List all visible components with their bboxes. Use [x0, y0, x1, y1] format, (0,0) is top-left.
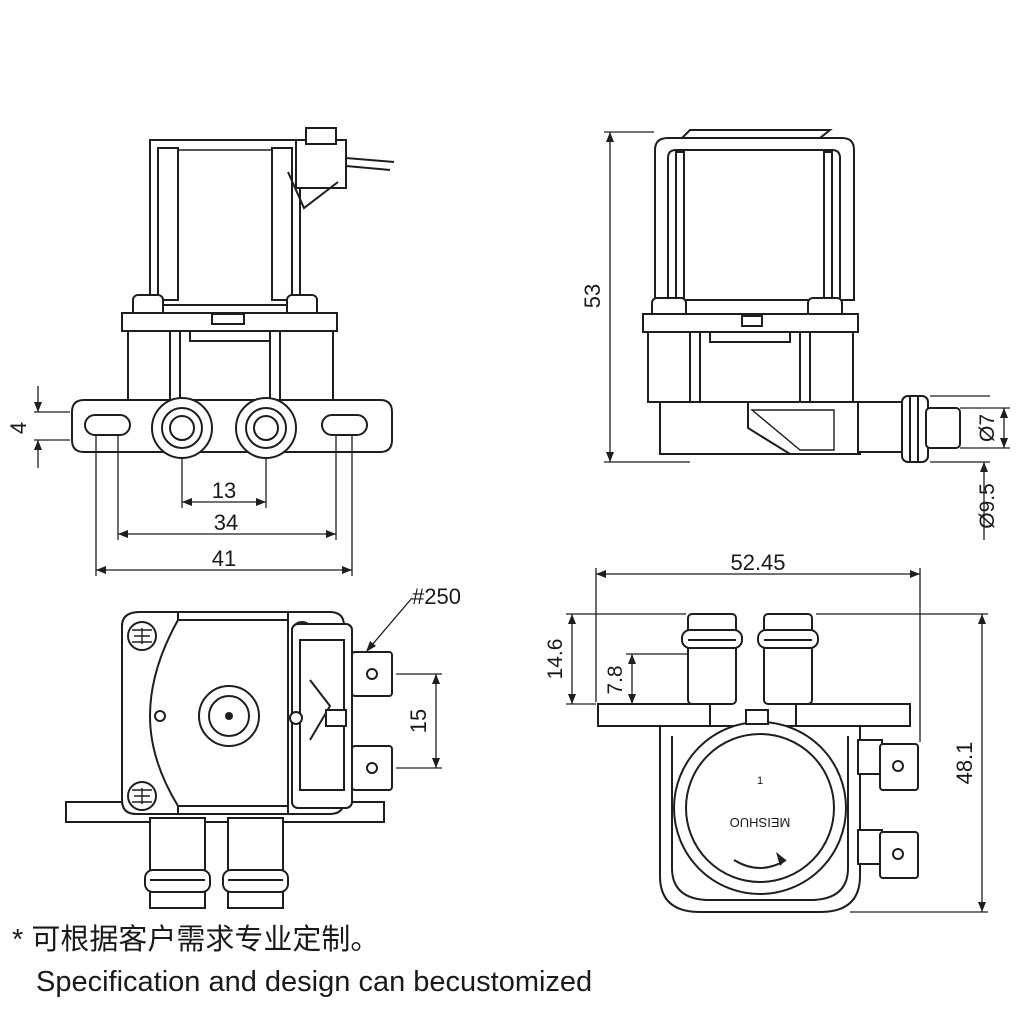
dim-hole-spacing: 13 [212, 478, 236, 503]
customization-note-english: Specification and design can becustomize… [36, 966, 593, 998]
dim-total-height: 48.1 [952, 742, 977, 785]
front-view [34, 127, 395, 576]
dim-overall-width: 41 [212, 546, 236, 571]
dim-flange-thickness: 4 [6, 422, 31, 434]
dim-height: 53 [580, 284, 605, 308]
dim-outlet-outer-dia: Ø9.5 [976, 483, 999, 529]
dim-overall-span: 52.45 [730, 550, 785, 575]
side-view [604, 129, 1010, 540]
dim-inlet-height: 14.6 [544, 639, 567, 680]
dim-outlet-dia: Ø7 [976, 414, 999, 442]
top-view [65, 597, 442, 909]
dim-slot-spacing: 34 [214, 510, 238, 535]
dim-inlet-offset: 7.8 [604, 665, 627, 694]
bottom-view [566, 568, 988, 913]
terminal-type-label: #250 [412, 584, 461, 609]
customization-note-chinese: * 可根据客户需求专业定制。 [12, 924, 380, 956]
dim-terminal-spacing: 15 [406, 709, 431, 733]
index-mark: 1 [757, 775, 763, 787]
brand-mark: MEISHUO [730, 815, 791, 830]
